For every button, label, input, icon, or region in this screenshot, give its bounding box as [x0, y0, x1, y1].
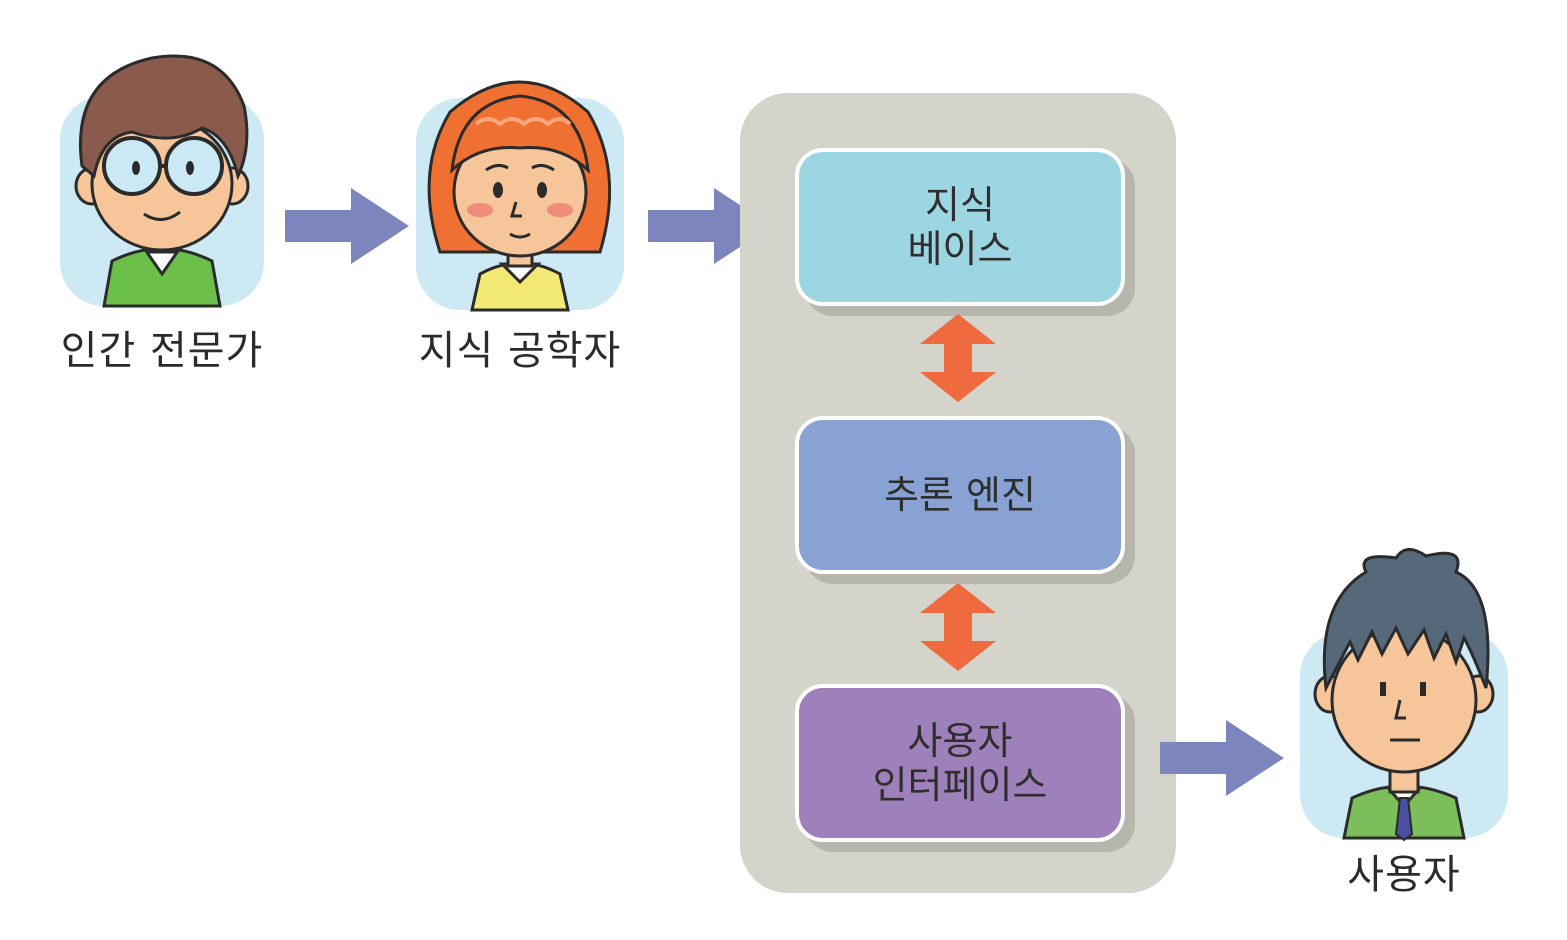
user-label: 사용자	[1347, 852, 1461, 898]
knowledge-base-label-line1: 지식	[925, 183, 995, 227]
inference-engine-label: 추론 엔진	[884, 473, 1036, 517]
user-interface-label-line2: 인터페이스	[872, 763, 1048, 807]
inference-engine-block: 추론 엔진	[795, 416, 1125, 574]
human-expert-label: 인간 전문가	[60, 328, 264, 374]
flow-arrow-right-icon	[1160, 720, 1284, 796]
knowledge-engineer-avatar	[416, 80, 624, 312]
knowledge-base-block: 지식 베이스	[795, 148, 1125, 306]
knowledge-base-label-line2: 베이스	[907, 227, 1013, 271]
human-expert-avatar	[60, 54, 264, 308]
bidirectional-arrow-icon	[920, 583, 996, 671]
user-interface-label-line1: 사용자	[907, 719, 1013, 763]
user-interface-block: 사용자 인터페이스	[795, 684, 1125, 842]
knowledge-engineer-label: 지식 공학자	[418, 328, 622, 374]
user-avatar	[1300, 548, 1508, 842]
bidirectional-arrow-icon	[920, 314, 996, 402]
flow-arrow-right-icon	[285, 188, 409, 264]
